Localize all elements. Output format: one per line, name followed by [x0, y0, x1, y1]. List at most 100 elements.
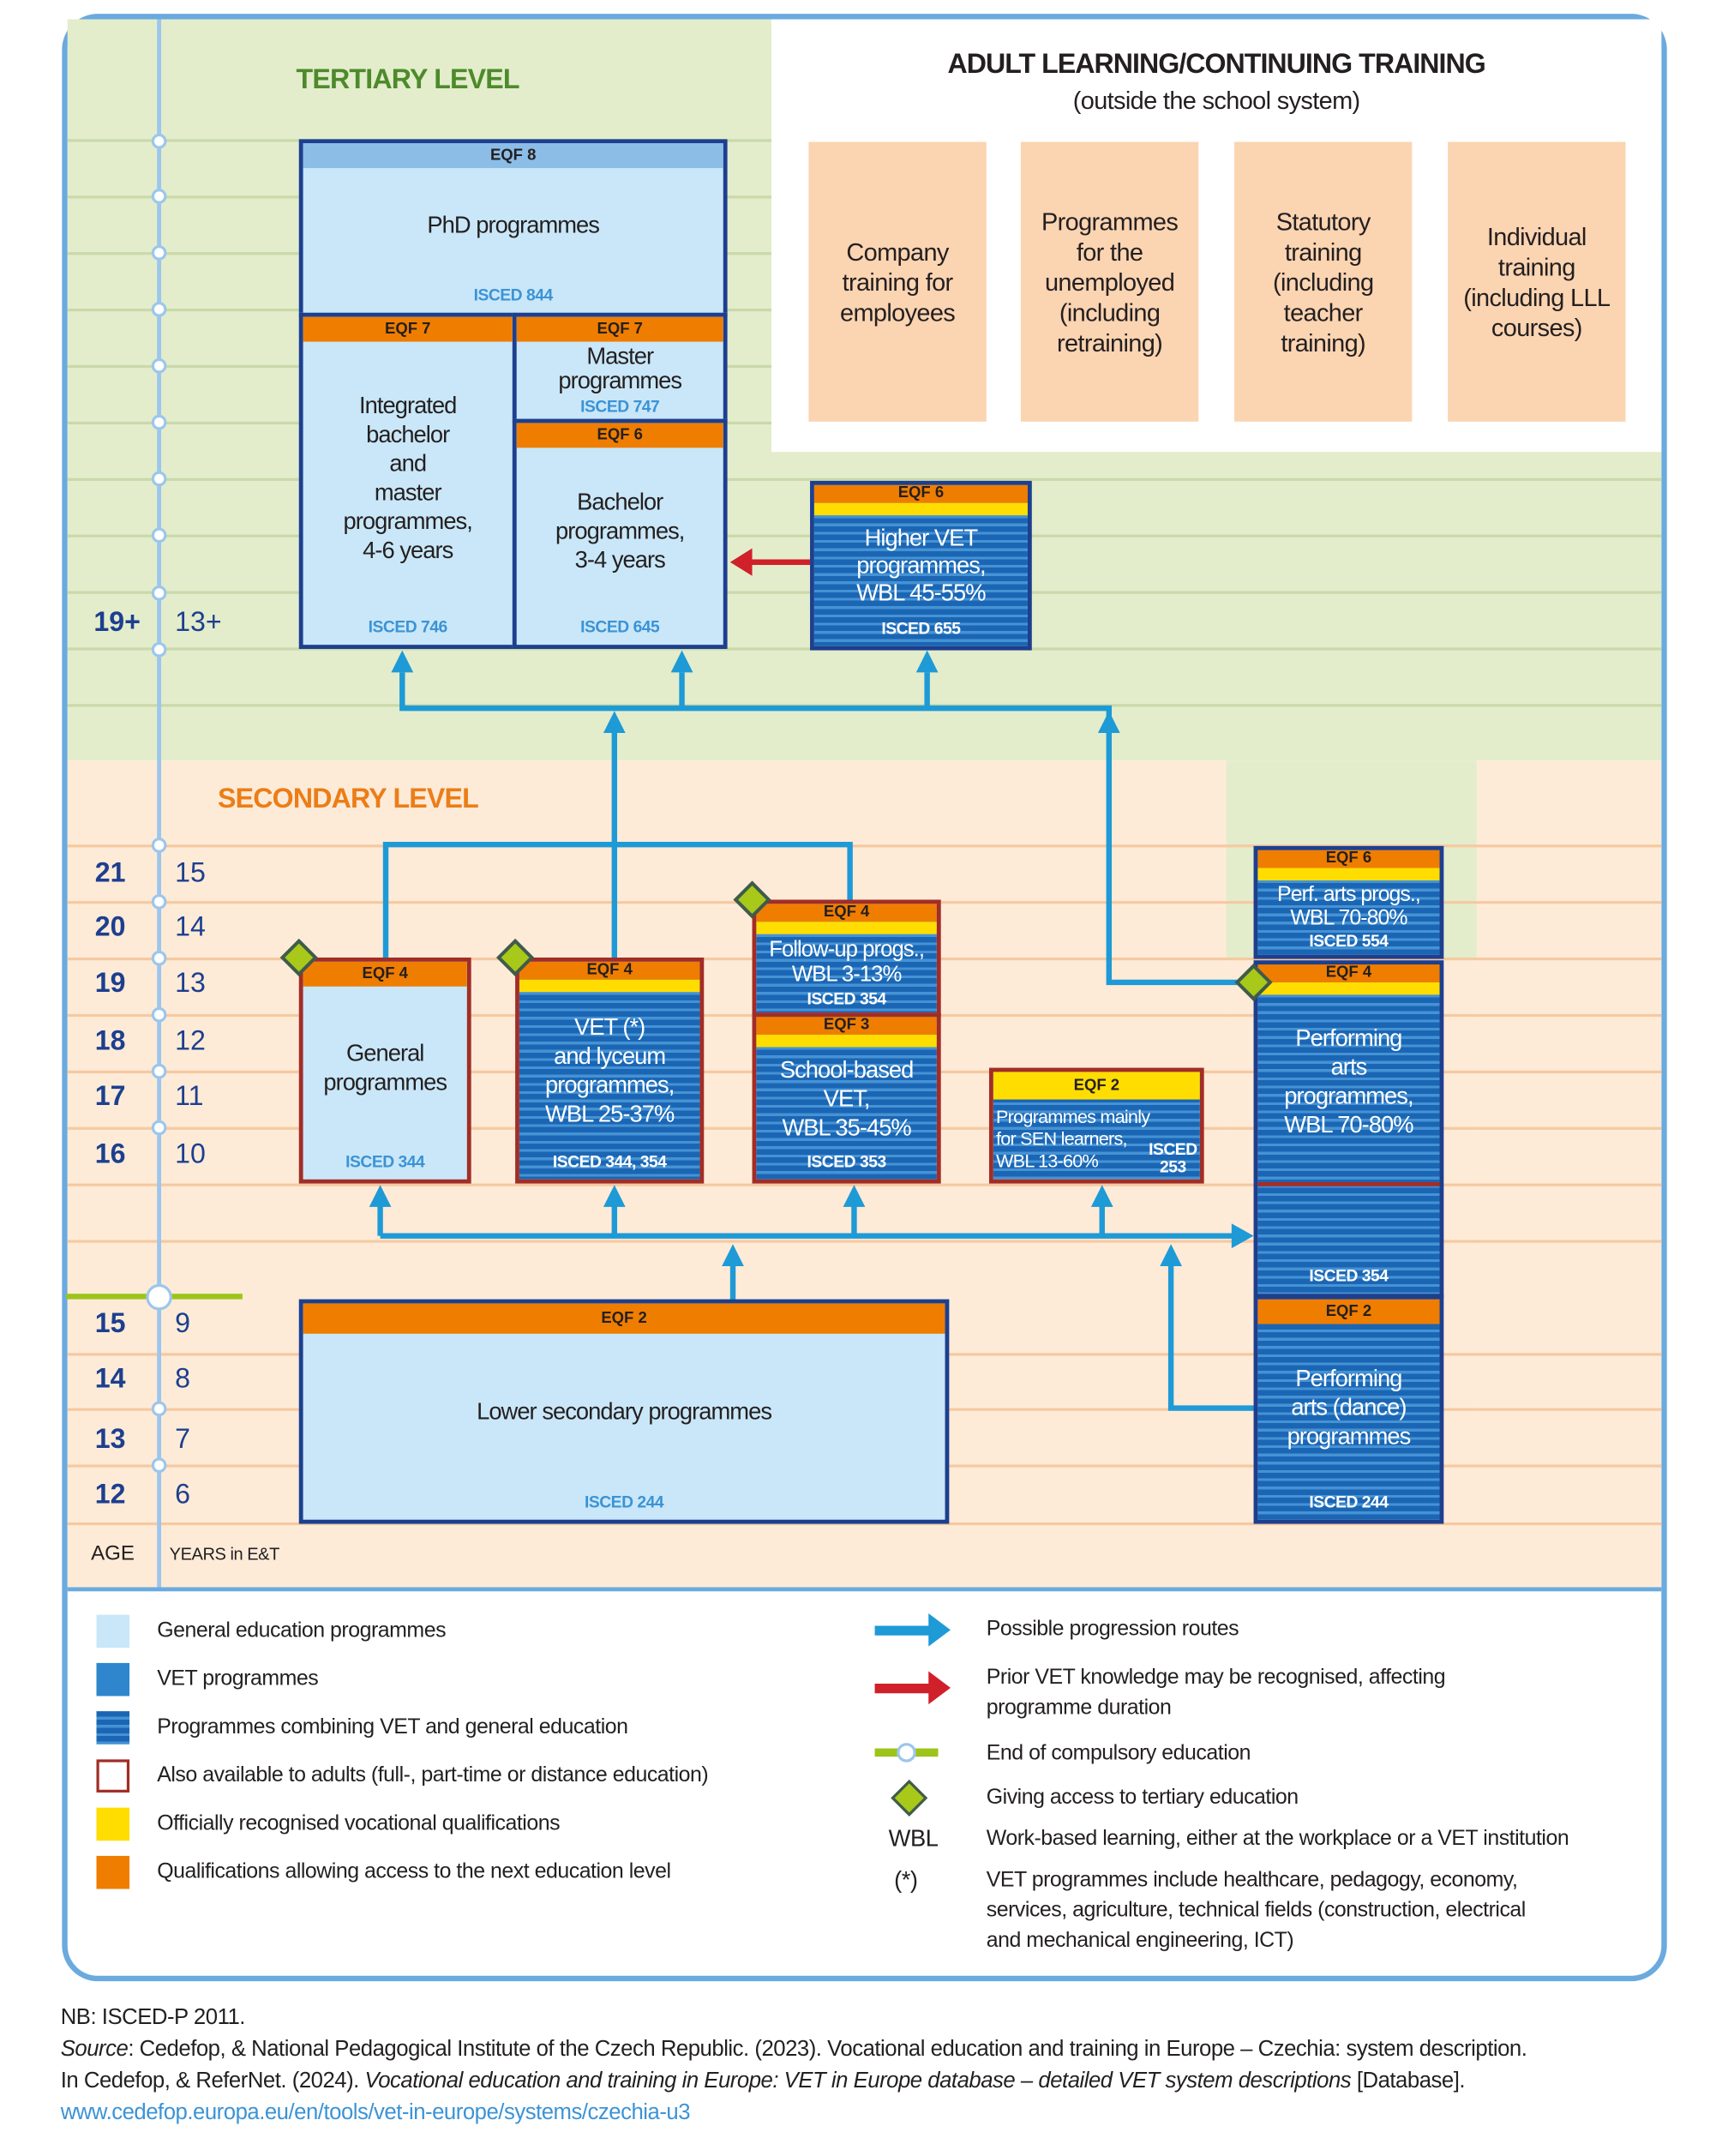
- eqf-label: EQF 4: [303, 961, 467, 987]
- years-label: 7: [175, 1424, 190, 1456]
- adult-box-statutory: Statutory training (including teacher tr…: [1234, 141, 1413, 422]
- age-label: 13: [94, 1424, 126, 1456]
- age-label: 19: [94, 968, 126, 1000]
- eqf-label: EQF 6: [1257, 850, 1440, 868]
- axis-marker: [151, 133, 167, 149]
- programme-name: Performing arts (dance) programmes: [1287, 1364, 1412, 1449]
- axis-marker: [151, 1401, 167, 1417]
- adult-learning-subtitle: (outside the school system): [1072, 87, 1360, 115]
- isced-label: ISCED 244: [1309, 1492, 1389, 1512]
- years-label: 12: [175, 1026, 206, 1057]
- box-performing-arts: EQF 4 Performing arts programmes, WBL 70…: [1253, 960, 1444, 1298]
- age-label: 12: [94, 1480, 126, 1510]
- programme-name: Lower secondary programmes: [477, 1398, 772, 1425]
- box-sen: EQF 2 Programmes mainly for SEN learners…: [988, 1067, 1204, 1184]
- axis-marker: [151, 527, 167, 544]
- axis-marker: [151, 245, 167, 261]
- secondary-level-label: SECONDARY LEVEL: [217, 784, 479, 814]
- legend-general: General education programmes: [157, 1619, 447, 1643]
- box-vet-lyceum: EQF 4 VET (*) and lyceum programmes, WBL…: [515, 958, 705, 1184]
- isced-label: ISCED 344, 354: [552, 1151, 667, 1172]
- isced-label: ISCED 554: [1309, 931, 1389, 951]
- eqf-label: EQF 4: [1257, 964, 1440, 982]
- legend-general-swatch: [96, 1614, 130, 1649]
- legend-access: Qualifications allowing access to the ne…: [157, 1859, 671, 1884]
- legend-wbl-key: WBL: [888, 1825, 939, 1853]
- programme-name: General programmes: [323, 1040, 447, 1096]
- programme-name: PhD programmes: [427, 212, 600, 239]
- programme-name: Higher VET programmes, WBL 45-55%: [856, 524, 986, 606]
- years-label: 8: [175, 1364, 190, 1395]
- legend-adults-swatch: [96, 1759, 130, 1793]
- adult-box-unemployed: Programmes for the unemployed (including…: [1020, 141, 1199, 422]
- axis-marker: [151, 471, 167, 487]
- box-general: EQF 4 General programmes ISCED 344: [298, 958, 471, 1184]
- blue-arrow-icon: [874, 1613, 951, 1647]
- axis-marker: [151, 357, 167, 374]
- legend-compulsory: End of compulsory education: [986, 1741, 1251, 1765]
- box-phd: EQF 8 PhD programmes ISCED 844: [298, 139, 728, 317]
- programme-name: Integrated bachelor and master programme…: [343, 393, 473, 564]
- box-lower-secondary: EQF 2 Lower secondary programmes ISCED 2…: [298, 1299, 950, 1524]
- compulsory-end-marker: [146, 1283, 172, 1311]
- red-arrow-icon: [874, 1671, 951, 1705]
- secondary-area-right: [1476, 760, 1662, 1588]
- programme-name: Bachelor programmes, 3-4 years: [555, 489, 685, 574]
- programme-name: Master programmes: [558, 343, 682, 394]
- axis-marker: [151, 414, 167, 430]
- programme-name: Performing arts programmes, WBL 70-80%: [1284, 1024, 1413, 1138]
- axis-marker: [151, 1120, 167, 1136]
- isced-label: ISCED 354: [807, 988, 887, 1009]
- legend-icons: [874, 1613, 951, 1817]
- eqf-label: EQF 2: [993, 1072, 1200, 1100]
- programme-name: Programmes mainly for SEN learners, WBL …: [996, 1106, 1150, 1172]
- years-label: 15: [175, 858, 206, 889]
- age-label: 20: [94, 911, 126, 943]
- adult-box-company-training: Company training for employees: [808, 141, 987, 422]
- axis-marker: [151, 189, 167, 204]
- grid-line: [67, 1522, 1662, 1526]
- grid-line: [67, 477, 1662, 481]
- age-axis-line: [157, 19, 162, 1588]
- eqf-label: EQF 2: [1257, 1299, 1440, 1324]
- years-label: 14: [175, 911, 206, 943]
- programme-name: School-based VET, WBL 35-45%: [779, 1055, 914, 1140]
- box-dance: EQF 2 Performing arts (dance) programmes…: [1253, 1294, 1444, 1524]
- legend-orange-swatch: [96, 1855, 130, 1889]
- legend-yellow-swatch: [96, 1807, 130, 1841]
- grid-line: [67, 1183, 1662, 1186]
- legend-star-key: (*): [894, 1866, 918, 1894]
- adults-border: [1257, 964, 1440, 1186]
- legend-progression: Possible progression routes: [986, 1617, 1239, 1642]
- tertiary-level-label: TERTIARY LEVEL: [296, 64, 520, 95]
- age-label: 21: [94, 858, 126, 889]
- axis-marker: [151, 641, 167, 658]
- age-label: 15: [94, 1308, 126, 1340]
- isced-label: ISCED 746: [368, 617, 448, 637]
- footer-nb: NB: ISCED-P 2011.: [60, 2006, 246, 2030]
- age-axis-title: AGE: [91, 1541, 135, 1565]
- eqf-label: EQF 7: [303, 316, 513, 342]
- years-label: 6: [175, 1480, 190, 1510]
- legend-recognised: Officially recognised vocational qualifi…: [157, 1811, 561, 1835]
- legend-combined: Programmes combining VET and general edu…: [157, 1715, 628, 1739]
- age-label: 17: [94, 1081, 126, 1113]
- isced-label: ISCED 244: [584, 1492, 664, 1512]
- years-label: 13+: [175, 607, 222, 639]
- age-label: 19+: [93, 607, 141, 639]
- age-label: 14: [94, 1364, 126, 1395]
- box-followup: EQF 4 Follow-up progs., WBL 3-13% ISCED …: [752, 899, 941, 1018]
- eqf-label: EQF 4: [756, 904, 937, 922]
- footer-link[interactable]: www.cedefop.europa.eu/en/tools/vet-in-eu…: [60, 2100, 691, 2125]
- eqf-label: EQF 6: [516, 423, 723, 448]
- legend-combined-swatch: [96, 1711, 130, 1745]
- years-label: 11: [175, 1081, 204, 1113]
- years-label: 9: [175, 1308, 190, 1340]
- eqf-label: EQF 2: [303, 1303, 945, 1334]
- programme-name: Follow-up progs., WBL 3-13%: [769, 937, 925, 986]
- axis-marker: [151, 1063, 167, 1079]
- eqf-label: EQF 6: [813, 484, 1028, 503]
- eqf-label: EQF 3: [756, 1017, 937, 1036]
